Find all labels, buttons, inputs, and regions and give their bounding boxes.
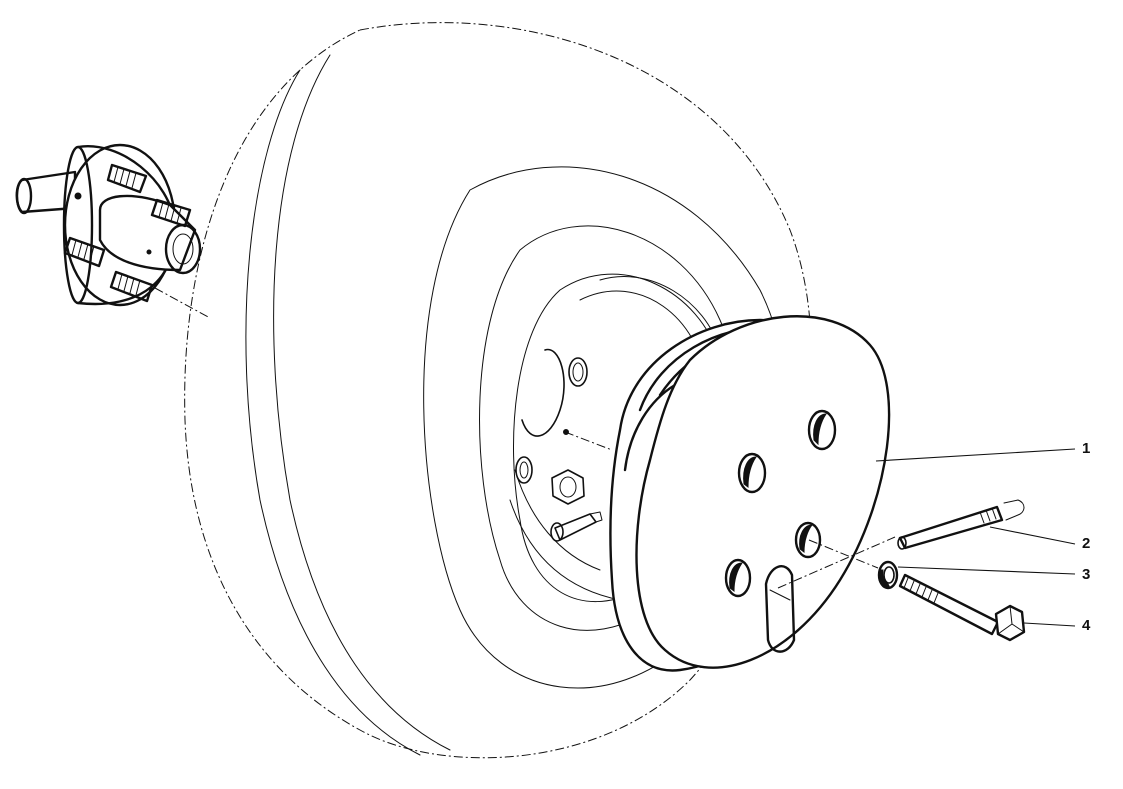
pin: [897, 499, 1025, 550]
valve-stem: [550, 511, 603, 542]
leader-3: [897, 566, 1076, 575]
hub-stud: [150, 198, 192, 228]
callout-2: 2: [1082, 535, 1090, 552]
hub-stud: [109, 270, 154, 303]
hex-bolt: [898, 573, 1026, 642]
callout-3: 3: [1082, 566, 1090, 583]
leader-1: [875, 448, 1076, 462]
wheel-weight: [609, 315, 891, 672]
callout-1: 1: [1082, 440, 1090, 457]
assembly-lines: [154, 287, 896, 589]
hub-stud: [106, 163, 148, 194]
lug-nut: [551, 469, 585, 505]
hub-stud: [63, 236, 106, 268]
hub-assembly: [15, 143, 202, 307]
callout-leaders: [875, 448, 1076, 627]
leader-4: [1023, 622, 1076, 627]
callout-4: 4: [1082, 617, 1091, 634]
lock-washer: [877, 560, 899, 590]
leader-2: [989, 526, 1076, 545]
